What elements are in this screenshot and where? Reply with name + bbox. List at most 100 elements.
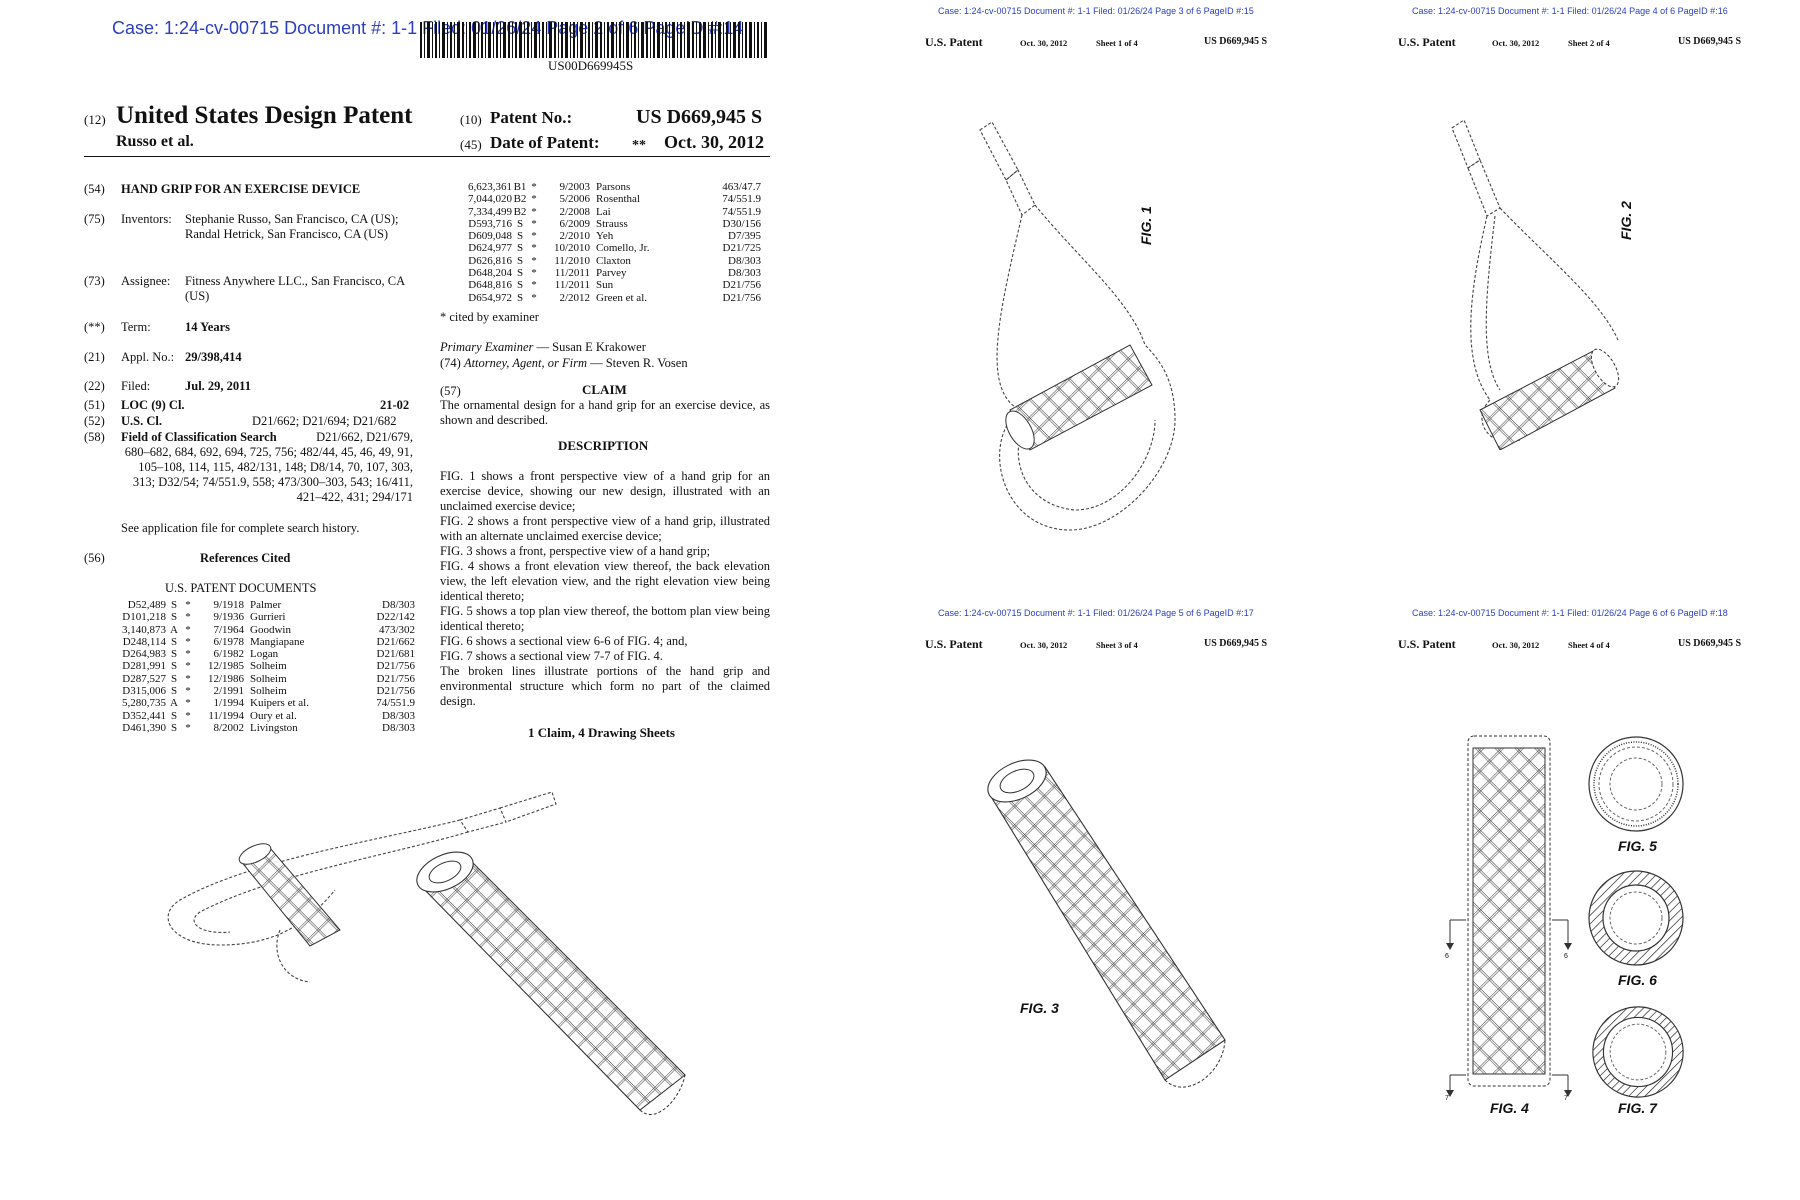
reference-star: * bbox=[531, 205, 537, 218]
reference-date: 9/2003 bbox=[559, 181, 590, 193]
reference-name: Solheim bbox=[250, 685, 287, 698]
reference-name: Goodwin bbox=[250, 623, 291, 636]
reference-star: * bbox=[531, 267, 537, 280]
reference-cls: 74/551.9 bbox=[722, 193, 761, 206]
sheet-1-number: Sheet 1 of 4 bbox=[1096, 38, 1138, 48]
term-label: Term: bbox=[121, 320, 151, 334]
refs-title: References Cited bbox=[200, 551, 291, 565]
reference-name: Parvey bbox=[596, 267, 627, 280]
reference-name: Solheim bbox=[250, 672, 287, 685]
sheet-2-date: Oct. 30, 2012 bbox=[1492, 38, 1540, 48]
reference-num: D52,489 bbox=[127, 599, 166, 611]
inventor-short: Russo et al. bbox=[116, 133, 194, 150]
front-page-drawing bbox=[167, 791, 686, 1116]
header-rule bbox=[84, 156, 770, 157]
sheet-3-date: Oct. 30, 2012 bbox=[1020, 640, 1068, 650]
reference-kind: S bbox=[170, 721, 178, 734]
reference-cls: D21/756 bbox=[722, 291, 762, 304]
sheet-4-date: Oct. 30, 2012 bbox=[1492, 640, 1540, 650]
loc-code: (51) bbox=[84, 398, 105, 412]
reference-date: 11/2011 bbox=[554, 267, 590, 280]
assignee-label: Assignee: bbox=[121, 274, 171, 288]
reference-star: * bbox=[185, 660, 191, 673]
inventors-code: (75) bbox=[84, 212, 105, 226]
reference-name: Parsons bbox=[596, 181, 631, 193]
reference-date: 5/2006 bbox=[559, 193, 590, 206]
reference-name: Livingston bbox=[250, 721, 298, 734]
inventors-value: Stephanie Russo, San Francisco, CA (US);… bbox=[185, 212, 399, 241]
barcode-number: US00D669945S bbox=[548, 58, 634, 73]
field-note: See application file for complete search… bbox=[121, 521, 360, 535]
reference-star: * bbox=[185, 721, 191, 734]
grip-tube bbox=[416, 851, 686, 1116]
reference-name: Solheim bbox=[250, 660, 287, 673]
filed-label: Filed: bbox=[121, 379, 151, 393]
fig2-label: FIG. 2 bbox=[1618, 201, 1634, 240]
reference-kind: B1 bbox=[513, 181, 527, 193]
reference-date: 6/1978 bbox=[213, 635, 244, 648]
reference-kind: S bbox=[170, 648, 178, 661]
title-code: (54) bbox=[84, 182, 105, 196]
date-stars: ** bbox=[632, 138, 646, 153]
fig6-label: FIG. 6 bbox=[1618, 972, 1657, 988]
date-value: Oct. 30, 2012 bbox=[664, 132, 764, 152]
reference-date: 2/1991 bbox=[213, 685, 244, 698]
reference-cls: D22/142 bbox=[376, 611, 416, 624]
sheet-2-us-patent: U.S. Patent bbox=[1398, 35, 1456, 49]
examiner-value: — Susan E Krakower bbox=[536, 340, 646, 354]
reference-date: 2/2012 bbox=[559, 291, 590, 304]
description-para: FIG. 1 shows a front perspective view of… bbox=[440, 469, 770, 513]
reference-name: Logan bbox=[250, 648, 279, 661]
term-value: 14 Years bbox=[185, 320, 231, 334]
reference-kind: S bbox=[516, 242, 524, 255]
reference-star: * bbox=[531, 181, 537, 193]
description-para: FIG. 4 shows a front elevation view ther… bbox=[440, 559, 770, 603]
section-7-right: 7 bbox=[1564, 1095, 1568, 1102]
reference-kind: S bbox=[516, 217, 524, 230]
reference-kind: B2 bbox=[513, 193, 527, 206]
reference-cls: D8/303 bbox=[382, 721, 415, 734]
reference-star: * bbox=[185, 648, 191, 661]
field-code: (58) bbox=[84, 430, 105, 444]
reference-date: 12/1985 bbox=[207, 660, 244, 673]
loc-label: LOC (9) Cl. bbox=[121, 398, 185, 412]
sheet-2-patent-no: US D669,945 S bbox=[1678, 36, 1742, 47]
reference-cls: D8/303 bbox=[728, 254, 761, 267]
reference-date: 11/2010 bbox=[554, 254, 590, 267]
description: FIG. 1 shows a front perspective view of… bbox=[440, 469, 770, 709]
reference-num: D593,716 bbox=[468, 217, 512, 230]
section-6-left: 6 bbox=[1445, 953, 1449, 960]
filed-code: (22) bbox=[84, 379, 105, 393]
reference-num: D315,006 bbox=[122, 685, 166, 698]
reference-cls: D30/156 bbox=[722, 217, 762, 230]
reference-num: D626,816 bbox=[468, 254, 512, 267]
reference-star: * bbox=[185, 709, 191, 722]
reference-num: D264,983 bbox=[122, 648, 166, 661]
fig1-drawing bbox=[979, 121, 1176, 531]
reference-num: D281,991 bbox=[122, 660, 166, 673]
description-para: FIG. 7 shows a sectional view 7-7 of FIG… bbox=[440, 649, 663, 663]
reference-num: D461,390 bbox=[122, 721, 166, 734]
cited-note: * cited by examiner bbox=[440, 310, 539, 324]
sheet-1-date: Oct. 30, 2012 bbox=[1020, 38, 1068, 48]
reference-name: Palmer bbox=[250, 599, 282, 611]
reference-num: D248,114 bbox=[122, 635, 166, 648]
reference-star: * bbox=[185, 599, 191, 611]
sheet-3-patent-no: US D669,945 S bbox=[1204, 638, 1268, 649]
description-para: FIG. 3 shows a front, perspective view o… bbox=[440, 544, 711, 558]
reference-cls: D21/756 bbox=[376, 660, 416, 673]
term-code: (**) bbox=[84, 320, 105, 334]
reference-num: D287,527 bbox=[122, 672, 166, 685]
filed-value: Jul. 29, 2011 bbox=[185, 379, 251, 393]
fig2-drawing bbox=[1451, 119, 1620, 450]
sheet-3-us-patent: U.S. Patent bbox=[925, 637, 983, 651]
